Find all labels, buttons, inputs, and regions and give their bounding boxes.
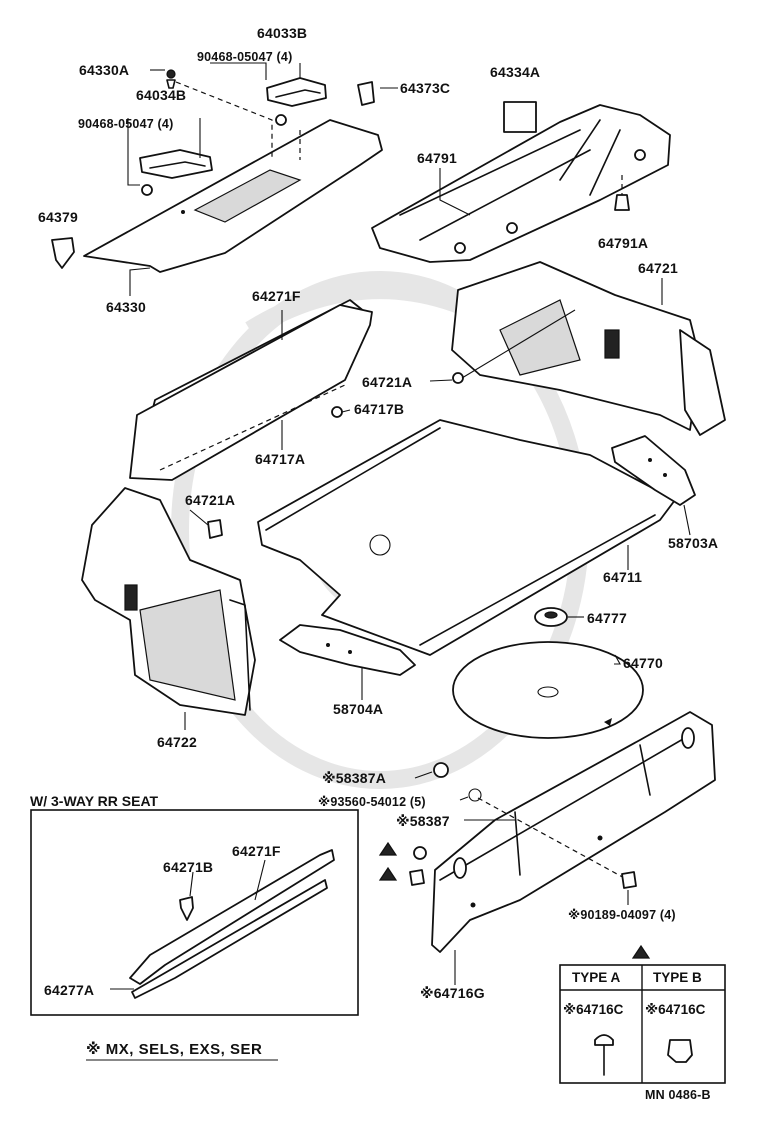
inset-box [30, 809, 359, 1016]
label-64717B: 64717B [354, 401, 405, 417]
label-64721A-right: 64721A [362, 374, 413, 390]
label-90189: ※90189-04097 (4) [568, 908, 676, 922]
label-64034B: 64034B [136, 87, 187, 103]
rear-panel-64791 [371, 101, 671, 263]
side-trim-64722 [81, 487, 256, 716]
package-tray-64330 [83, 119, 383, 273]
sill-58703A [611, 435, 696, 506]
label-90468-b: 90468-05047 (4) [78, 117, 174, 131]
label-58703A: 58703A [668, 535, 719, 551]
type-a-header: TYPE A [572, 970, 621, 985]
fasteners-top [51, 69, 375, 269]
label-64721: 64721 [638, 260, 678, 276]
label-64334A: 64334A [490, 64, 541, 80]
label-64330A: 64330A [79, 62, 130, 78]
floor-mat-64711 [257, 419, 676, 656]
side-trim-64721 [451, 261, 726, 436]
speaker-cover-64033B [266, 77, 327, 107]
label-64716G: ※64716G [420, 985, 485, 1001]
label-64271F-inset: 64271F [232, 843, 281, 859]
label-64722: 64722 [157, 734, 197, 750]
label-64770: 64770 [623, 655, 663, 671]
label-64271F: 64271F [252, 288, 301, 304]
footnote: ※ MX, SELS, EXS, SER [86, 1041, 263, 1058]
label-64277A: 64277A [44, 982, 95, 998]
type-b-part: ※64716C [645, 1002, 706, 1017]
type-b-header: TYPE B [653, 970, 702, 985]
label-58387: ※58387 [396, 813, 450, 829]
label-64373C: 64373C [400, 80, 451, 96]
label-64711: 64711 [603, 569, 643, 585]
label-93560: ※93560-54012 (5) [318, 795, 426, 809]
speaker-cover-64034B [139, 149, 213, 179]
label-64717A: 64717A [255, 451, 306, 467]
label-64791: 64791 [417, 150, 457, 166]
sill-58704A [279, 624, 416, 676]
inset-title: W/ 3-WAY RR SEAT [30, 793, 159, 809]
rear-trim-64716G [378, 711, 716, 953]
divider-panel-64271F [129, 299, 373, 481]
label-64271B: 64271B [163, 859, 214, 875]
type-table [559, 944, 726, 1084]
label-64033B: 64033B [257, 25, 308, 41]
spare-cover-64770 [452, 641, 644, 739]
label-58704A: 58704A [333, 701, 384, 717]
label-64791A: 64791A [598, 235, 649, 251]
label-90468-a: 90468-05047 (4) [197, 50, 293, 64]
type-a-part: ※64716C [563, 1002, 624, 1017]
reference-code: MN 0486-B [645, 1088, 711, 1102]
leader-lines [86, 62, 691, 1061]
label-64330: 64330 [106, 299, 146, 315]
label-64721A-left: 64721A [185, 492, 236, 508]
label-58387A: ※58387A [322, 770, 387, 786]
label-64777: 64777 [587, 610, 627, 626]
hold-down-64777 [534, 607, 568, 627]
label-64379: 64379 [38, 209, 78, 225]
